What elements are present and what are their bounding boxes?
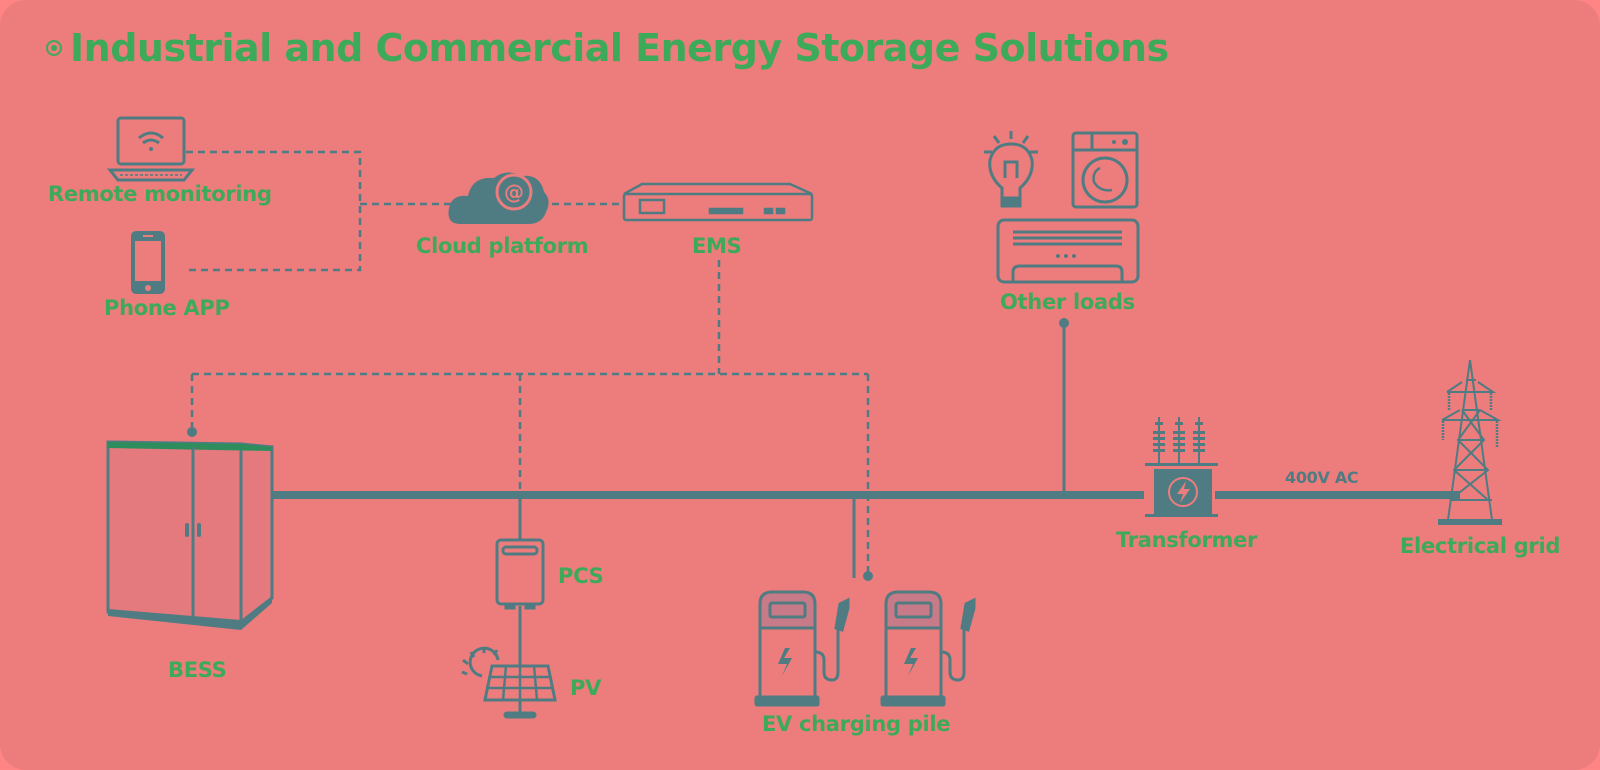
ev-charger-icon[interactable] <box>754 590 850 707</box>
label-other-loads: Other loads <box>1000 290 1135 314</box>
comm-line-laptop <box>186 150 362 272</box>
ev-charger-icon[interactable] <box>880 590 976 707</box>
label-remote-monitoring: Remote monitoring <box>48 182 272 206</box>
label-pcs: PCS <box>558 564 604 588</box>
ac-bus <box>272 318 1460 665</box>
solar-panel-icon[interactable] <box>461 646 557 719</box>
washing-machine-icon[interactable] <box>1071 131 1139 209</box>
rack-server-icon[interactable] <box>622 182 814 222</box>
smartphone-icon[interactable] <box>131 231 165 294</box>
comm-node-bess <box>187 427 197 437</box>
lightbulb-icon[interactable] <box>984 131 1038 208</box>
inverter-icon[interactable] <box>495 538 545 610</box>
comm-lines <box>186 150 870 574</box>
label-cloud-platform: Cloud platform <box>416 234 589 258</box>
label-pv: PV <box>570 676 602 700</box>
transformer-icon[interactable] <box>1145 417 1218 517</box>
page-title: Industrial and Commercial Energy Storage… <box>70 26 1169 70</box>
bullet-icon <box>46 40 62 56</box>
comm-node-ev <box>863 571 873 581</box>
label-electrical-grid: Electrical grid <box>1400 534 1561 558</box>
laptop-wifi-icon[interactable] <box>106 116 196 182</box>
bus-voltage-label: 400V AC <box>1285 468 1359 487</box>
loads-node <box>1059 318 1069 328</box>
label-transformer: Transformer <box>1116 528 1258 552</box>
label-phone-app: Phone APP <box>104 296 230 320</box>
label-ems: EMS <box>692 234 742 258</box>
label-bess: BESS <box>168 658 227 682</box>
battery-cabinet-icon[interactable] <box>106 440 274 630</box>
svg-text:@: @ <box>504 180 524 204</box>
title-block: Industrial and Commercial Energy Storage… <box>46 26 1169 70</box>
cloud-at-icon[interactable]: @ <box>448 172 549 224</box>
power-tower-icon[interactable] <box>1438 359 1502 525</box>
air-conditioner-icon[interactable] <box>996 218 1140 284</box>
label-ev-charging: EV charging pile <box>762 712 951 736</box>
